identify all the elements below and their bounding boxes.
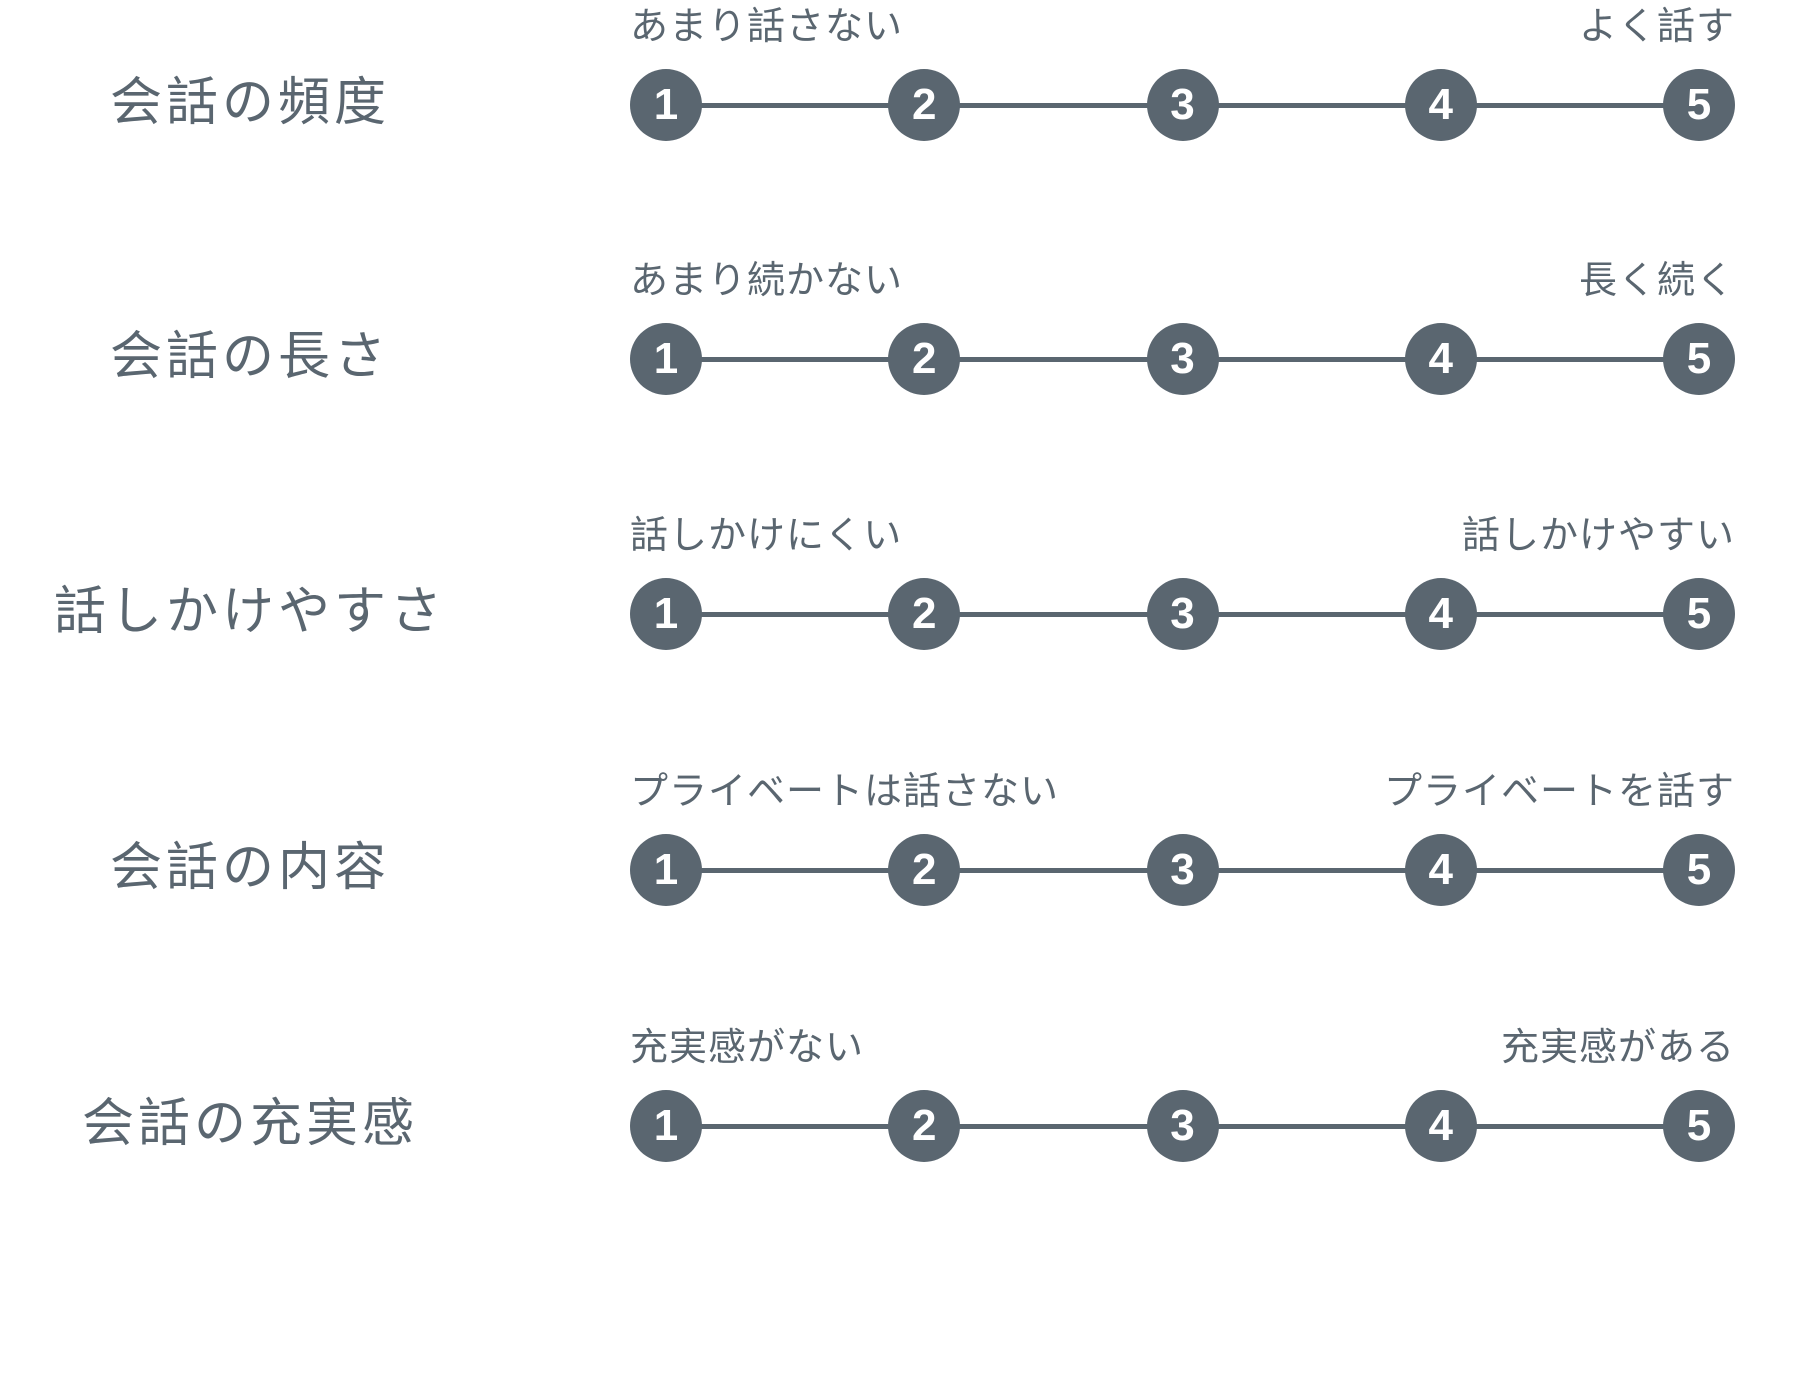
- scale-point-1[interactable]: 1: [630, 69, 702, 141]
- likert-track: 1 2 3 4 5: [630, 1088, 1735, 1164]
- scale-point-2[interactable]: 2: [888, 578, 961, 650]
- anchor-label-right: よく話す: [1578, 6, 1735, 48]
- anchor-label-left: あまり話さない: [630, 6, 904, 48]
- anchor-labels: 話しかけにくい 話しかけやすい: [630, 512, 1735, 568]
- row-label-conversation-length: 会話の長さ: [109, 328, 390, 386]
- row-label-conversation-content: 会話の内容: [109, 839, 390, 897]
- scale-point-5[interactable]: 5: [1663, 834, 1735, 906]
- likert-row: 会話の充実感 充実感がない 充実感がある 1 2 3 4 5: [0, 1024, 1800, 1224]
- likert-row: 話しかけやすさ 話しかけにくい 話しかけやすい 1 2 3 4 5: [0, 512, 1800, 712]
- scale-point-2[interactable]: 2: [888, 1090, 961, 1162]
- scale-area: プライベートは話さない プライベートを話す 1 2 3 4 5: [630, 768, 1735, 968]
- anchor-labels: プライベートは話さない プライベートを話す: [630, 768, 1735, 824]
- likert-row: 会話の頻度 あまり話さない よく話す 1 2 3 4 5: [0, 3, 1800, 203]
- row-label-conversation-fulfillment: 会話の充実感: [81, 1095, 418, 1153]
- scale-point-3[interactable]: 3: [1146, 69, 1219, 141]
- likert-row: 会話の長さ あまり続かない 長く続く 1 2 3 4 5: [0, 257, 1800, 457]
- anchor-label-left: 話しかけにくい: [630, 515, 903, 557]
- scale-point-3[interactable]: 3: [1146, 834, 1219, 906]
- scale-point-2[interactable]: 2: [888, 323, 961, 395]
- scale-point-1[interactable]: 1: [630, 1090, 702, 1162]
- anchor-labels: 充実感がない 充実感がある: [630, 1024, 1735, 1080]
- scale-points: 1 2 3 4 5: [630, 1088, 1735, 1164]
- anchor-label-right: 話しかけやすい: [1461, 515, 1735, 557]
- scale-points: 1 2 3 4 5: [630, 576, 1735, 652]
- anchor-label-left: あまり続かない: [630, 260, 904, 302]
- scale-area: 充実感がない 充実感がある 1 2 3 4 5: [630, 1024, 1735, 1224]
- likert-row: 会話の内容 プライベートは話さない プライベートを話す 1 2 3 4 5: [0, 768, 1800, 968]
- anchor-labels: あまり続かない 長く続く: [630, 257, 1735, 313]
- scale-area: 話しかけにくい 話しかけやすい 1 2 3 4 5: [630, 512, 1735, 712]
- scale-point-4[interactable]: 4: [1404, 323, 1477, 395]
- scale-points: 1 2 3 4 5: [630, 832, 1735, 908]
- anchor-label-right: 充実感がある: [1500, 1027, 1735, 1069]
- likert-track: 1 2 3 4 5: [630, 321, 1735, 397]
- scale-point-4[interactable]: 4: [1404, 69, 1477, 141]
- scale-point-5[interactable]: 5: [1663, 323, 1735, 395]
- row-label-conversation-frequency: 会話の頻度: [109, 74, 390, 132]
- scale-point-1[interactable]: 1: [630, 578, 702, 650]
- anchor-label-left: プライベートは話さない: [630, 771, 1060, 813]
- scale-point-3[interactable]: 3: [1146, 1090, 1219, 1162]
- anchor-label-right: 長く続く: [1578, 260, 1735, 302]
- anchor-labels: あまり話さない よく話す: [630, 3, 1735, 59]
- anchor-label-left: 充実感がない: [630, 1027, 865, 1069]
- scale-point-4[interactable]: 4: [1404, 1090, 1477, 1162]
- scale-area: あまり話さない よく話す 1 2 3 4 5: [630, 3, 1735, 203]
- scale-point-1[interactable]: 1: [630, 323, 702, 395]
- scale-point-5[interactable]: 5: [1663, 69, 1735, 141]
- likert-track: 1 2 3 4 5: [630, 576, 1735, 652]
- scale-area: あまり続かない 長く続く 1 2 3 4 5: [630, 257, 1735, 457]
- likert-track: 1 2 3 4 5: [630, 832, 1735, 908]
- row-label-approachability: 話しかけやすさ: [53, 583, 446, 641]
- scale-point-1[interactable]: 1: [630, 834, 702, 906]
- scale-point-3[interactable]: 3: [1146, 323, 1219, 395]
- scale-points: 1 2 3 4 5: [630, 321, 1735, 397]
- likert-track: 1 2 3 4 5: [630, 67, 1735, 143]
- scale-point-5[interactable]: 5: [1663, 1090, 1735, 1162]
- scale-point-4[interactable]: 4: [1404, 834, 1477, 906]
- anchor-label-right: プライベートを話す: [1383, 771, 1735, 813]
- scale-point-4[interactable]: 4: [1404, 578, 1477, 650]
- scale-point-3[interactable]: 3: [1146, 578, 1219, 650]
- scale-point-5[interactable]: 5: [1663, 578, 1735, 650]
- scale-point-2[interactable]: 2: [888, 69, 961, 141]
- scale-point-2[interactable]: 2: [888, 834, 961, 906]
- scale-points: 1 2 3 4 5: [630, 67, 1735, 143]
